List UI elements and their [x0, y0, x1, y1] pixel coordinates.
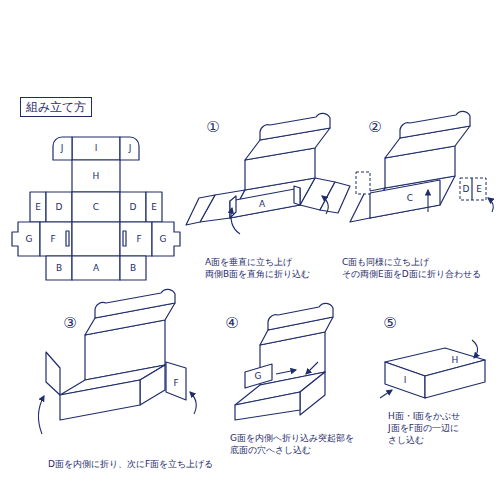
panel-letter: H	[452, 356, 459, 365]
panel-letter: I	[404, 376, 407, 385]
panel-letter: B	[130, 264, 136, 273]
box-net-line	[40, 222, 72, 256]
panel-letter: E	[151, 203, 157, 212]
step1-figure-line	[260, 113, 330, 140]
panel-letter: E	[35, 203, 41, 212]
box-net-line	[120, 222, 152, 256]
box-net-line	[146, 192, 162, 222]
panel-letter: A	[259, 200, 265, 209]
title: 組み立て方	[20, 97, 92, 117]
step1-figure	[186, 113, 350, 234]
panel-letter: F	[173, 379, 178, 388]
step3-figure	[38, 289, 196, 434]
panel-letter: G	[26, 235, 33, 244]
step1-figure-line	[230, 188, 300, 218]
step4-figure-line	[306, 362, 318, 374]
step5-figure-line	[425, 360, 485, 398]
panel-letter: A	[93, 264, 99, 273]
step4-figure-line	[300, 372, 325, 415]
step3-figure-line	[140, 365, 165, 405]
box-net	[12, 137, 180, 280]
step-number: ⑤	[383, 316, 396, 331]
step5-figure-line	[385, 362, 425, 398]
panel-letter: F	[136, 235, 141, 244]
panel-letter: C	[93, 203, 99, 212]
panel-letter: J	[61, 144, 64, 153]
box-net-line	[46, 256, 72, 280]
instruction-text: H面・I面をかぶせ J面をF面の一辺に さし込む	[388, 410, 480, 446]
box-net-line	[72, 192, 120, 222]
step5-figure-line	[472, 340, 478, 358]
panel-letter: H	[93, 172, 100, 181]
panel-letter: G	[160, 235, 167, 244]
panel-letter: J	[129, 144, 132, 153]
panel-letter: G	[255, 372, 262, 381]
box-net-line	[72, 137, 120, 160]
box-net-line	[72, 256, 120, 280]
step2-figure-line	[427, 190, 428, 212]
step2-figure-line	[488, 198, 493, 212]
box-net-line	[53, 137, 72, 160]
step2-figure-line	[460, 178, 486, 200]
step-number: ③	[63, 316, 76, 331]
instruction-text: C面も同様に立ち上げ その両側E面をD面に折り合わせる	[342, 256, 492, 280]
step4-figure	[235, 303, 333, 420]
box-net-line	[152, 222, 180, 256]
box-net-line	[46, 192, 72, 222]
step3-figure-line	[190, 392, 196, 414]
step4-figure-line	[276, 370, 296, 374]
step4-figure-line	[235, 392, 300, 420]
step3-figure-line	[166, 362, 186, 400]
panel-letter: C	[407, 194, 413, 203]
panel-letter: E	[476, 185, 482, 194]
box-net-line	[120, 137, 139, 160]
step2-figure	[350, 111, 493, 222]
step3-figure-line	[38, 396, 44, 434]
step1-figure-line	[322, 196, 328, 214]
step-number: ④	[225, 316, 238, 331]
box-net-line	[30, 192, 46, 222]
box-net-line	[72, 222, 120, 256]
panel-letter: B	[56, 264, 62, 273]
panel-letter: D	[56, 203, 63, 212]
step2-figure-line	[400, 111, 470, 138]
panel-letter: I	[95, 144, 98, 153]
step2-figure-line	[471, 178, 472, 200]
instruction-text: D面を内側に折り、次にF面を立ち上げる	[48, 458, 238, 470]
box-net-line	[120, 256, 146, 280]
step5-figure	[380, 340, 485, 398]
step3-figure-line	[46, 352, 60, 395]
box-net-line	[120, 192, 146, 222]
step1-figure-line	[186, 195, 215, 225]
step3-figure-line	[95, 289, 175, 318]
step4-figure-line	[268, 303, 333, 330]
box-net-line	[12, 222, 40, 256]
step1-figure-line	[231, 208, 240, 234]
box-net-line	[66, 231, 69, 246]
step-number: ①	[206, 120, 219, 135]
step2-figure-line	[356, 172, 370, 194]
step3-figure-line	[60, 380, 140, 420]
panel-letter: D	[463, 185, 470, 194]
step1-figure-line	[294, 186, 300, 205]
panel-letter: F	[50, 235, 55, 244]
step5-figure-line	[380, 390, 392, 398]
instruction-text: A面を垂直に立ち上げ 両側B面を直角に折り込む	[205, 256, 320, 280]
box-net-line	[123, 231, 126, 246]
instruction-text: G面を内側へ折り込み突起部を 底面の穴へさし込む	[230, 432, 362, 456]
box-net-line	[72, 160, 120, 192]
step1-figure-line	[320, 182, 350, 213]
step2-figure-line	[370, 180, 440, 218]
step-number: ②	[368, 120, 381, 135]
panel-letter: D	[130, 203, 137, 212]
step4-figure-line	[245, 364, 272, 388]
